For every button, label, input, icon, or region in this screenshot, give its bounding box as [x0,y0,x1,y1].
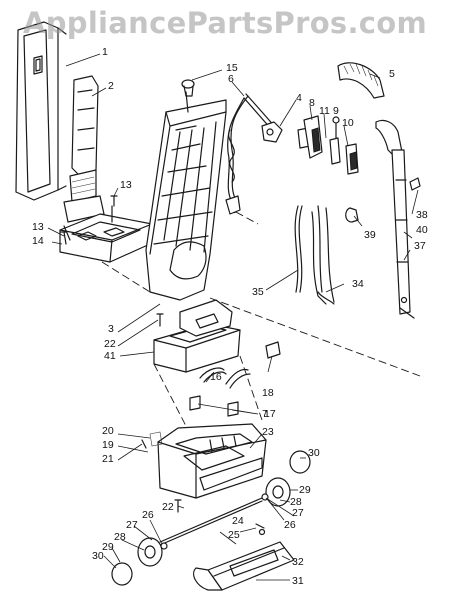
callout-13-upper: 13 [120,179,132,191]
callout-18: 18 [262,387,274,399]
callout-29-right: 29 [299,484,311,496]
callout-2: 2 [108,80,114,92]
callout-8: 8 [309,97,315,109]
part-axle [159,497,263,546]
callout-25: 25 [228,529,240,541]
callout-32: 32 [292,556,304,568]
part-left-wheel [111,537,168,586]
callout-16: 16 [210,371,222,383]
callout-28-left: 28 [114,531,126,543]
callout-6: 6 [228,73,234,85]
part-wires [294,205,335,305]
callout-35: 35 [252,286,264,298]
callout-31: 31 [292,575,304,587]
part-outer-cover [15,21,67,201]
callout-26-left: 26 [142,509,154,521]
callout-30-left: 30 [92,550,104,562]
callout-21: 21 [102,453,114,465]
part-upper-handle [337,62,421,319]
callout-19: 19 [102,439,114,451]
callout-27-left: 27 [126,519,138,531]
part-paper-bag [145,91,227,301]
callout-14: 14 [32,235,44,247]
callout-9: 9 [333,105,339,117]
callout-39: 39 [364,229,376,241]
callout-41: 41 [104,350,116,362]
part-cord-hook [345,207,359,223]
callout-10: 10 [342,117,354,129]
callout-22-lower: 22 [162,501,174,513]
part-switch-assembly [261,115,359,175]
part-right-wheel [261,450,311,507]
part-brush-housing [193,528,295,591]
callout-3: 3 [108,323,114,335]
part-handle-tube [63,75,105,223]
callout-30-right: 30 [308,447,320,459]
assembly-guide-lines [101,211,421,427]
callout-22-upper: 22 [104,338,116,350]
callout-17: 17 [264,408,276,420]
part-base-hoses [189,367,251,417]
callout-24: 24 [232,515,244,527]
callout-7: 7 [262,408,268,420]
callout-38: 38 [416,209,428,221]
part-base-housing [153,299,241,373]
leader-lines [47,53,419,581]
callout-15: 15 [226,62,238,74]
part-bag-tray [59,205,153,263]
callout-5: 5 [389,68,395,80]
part-nozzle-base [149,423,267,499]
callout-29-left: 29 [102,541,114,553]
part-power-cord [225,93,277,215]
callout-26-right: 26 [284,519,296,531]
callout-37: 37 [414,240,426,252]
callout-4: 4 [296,92,302,104]
callout-20: 20 [102,425,114,437]
callout-11: 11 [319,105,330,117]
part-plug-clip [265,341,281,359]
part-bag-clip [181,79,195,97]
callout-23: 23 [262,426,274,438]
callout-28-right: 28 [290,496,302,508]
callout-40: 40 [416,224,428,236]
callout-34: 34 [352,278,364,290]
callout-1: 1 [102,46,108,58]
callout-13-lower: 13 [32,221,44,233]
callout-27-right: 27 [292,507,304,519]
